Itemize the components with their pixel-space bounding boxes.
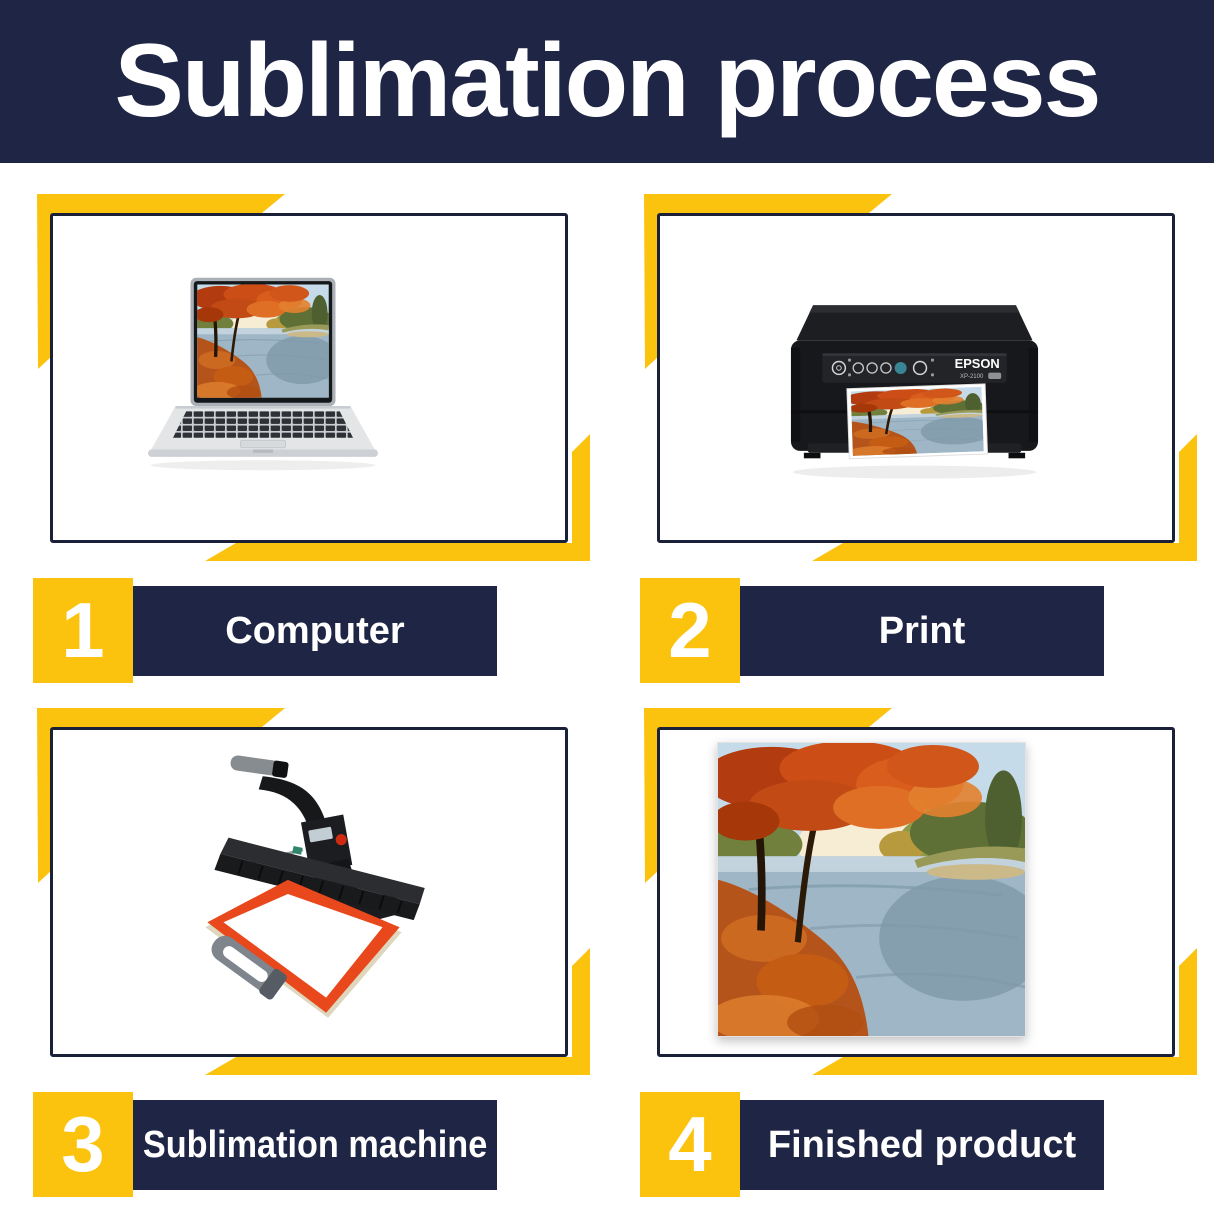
power-button-icon bbox=[831, 360, 847, 376]
finished-photo-print bbox=[717, 742, 1026, 1037]
image-frame bbox=[50, 213, 568, 543]
step-label: Sublimation machine bbox=[133, 1100, 497, 1190]
press-base-handle bbox=[211, 935, 287, 1000]
color-copy-button-icon bbox=[894, 361, 907, 374]
stop-button-icon bbox=[912, 360, 928, 376]
step-label: Computer bbox=[133, 586, 497, 676]
wifi-button-icon bbox=[852, 362, 864, 374]
red-power-knob bbox=[335, 834, 347, 846]
laptop-illustration bbox=[148, 277, 378, 471]
step-number-badge: 2 bbox=[640, 578, 740, 683]
printed-sheet bbox=[846, 383, 988, 460]
copy-button-icon bbox=[880, 362, 892, 374]
step-number-badge: 1 bbox=[33, 578, 133, 683]
printer-brand-text: EPSON bbox=[955, 356, 1000, 371]
printer-illustration: EPSON XP-2100 bbox=[790, 305, 1039, 479]
step-number-badge: 4 bbox=[640, 1092, 740, 1197]
step-sublimation-machine: 3 Sublimation machine bbox=[0, 708, 607, 1197]
step-label: Finished product bbox=[740, 1100, 1104, 1190]
heat-press-illustration bbox=[205, 755, 425, 1018]
step-print: EPSON XP-2100 2 Print bbox=[607, 194, 1214, 683]
press-lower-pad bbox=[205, 879, 402, 1018]
step-finished-product: 4 Finished product bbox=[607, 708, 1214, 1197]
printer-model-text: XP-2100 bbox=[960, 374, 984, 380]
press-control-box bbox=[300, 814, 353, 873]
step-number-badge: 3 bbox=[33, 1092, 133, 1197]
press-upper-platen bbox=[214, 837, 425, 921]
step-computer: 1 Computer bbox=[0, 194, 607, 683]
autumn-river-photo bbox=[718, 743, 1025, 1036]
info-button-icon bbox=[866, 362, 878, 374]
laptop-base bbox=[148, 406, 378, 457]
laptop-screen bbox=[190, 277, 336, 407]
printer-control-panel: EPSON XP-2100 bbox=[822, 353, 1007, 383]
page-title: Sublimation process bbox=[114, 23, 1102, 139]
header: Sublimation process bbox=[0, 0, 1214, 163]
step-label: Print bbox=[740, 586, 1104, 676]
